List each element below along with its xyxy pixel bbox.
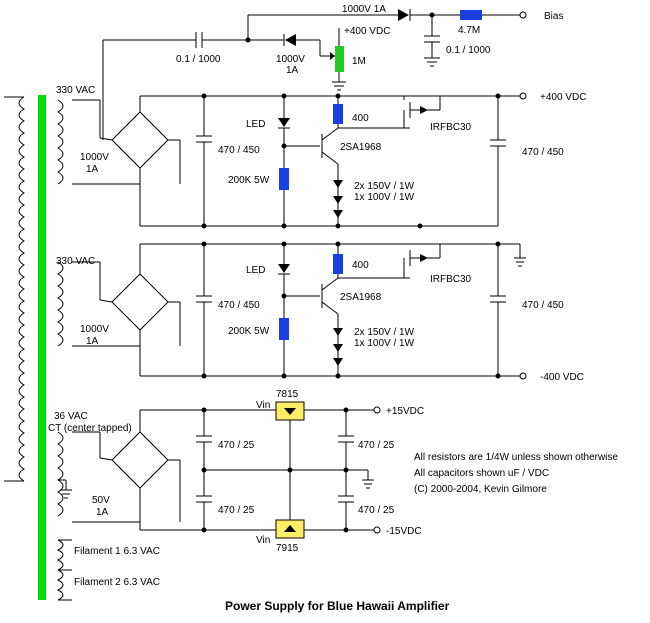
reg-pos-label: 7815 (276, 389, 299, 400)
bridge2-label1: 1000V (80, 324, 109, 335)
res200k1-label: 200K 5W (228, 175, 270, 186)
filament-winding-1 (56, 539, 64, 571)
cap3-2-label: 470 / 25 (218, 505, 255, 516)
out2-label: -400 VDC (540, 372, 584, 383)
filament-2-label: Filament 2 6.3 VAC (74, 577, 160, 588)
note-2: All capacitors shown uF / VDC (414, 468, 549, 479)
filament-1-label: Filament 1 6.3 VAC (74, 546, 160, 557)
diode2-label2: 1A (286, 65, 299, 76)
trimmer-pot (335, 46, 344, 72)
bridge-rectifier-3 (111, 431, 169, 489)
secondary-winding-2 (57, 261, 64, 347)
transistor2-label: 2SA1968 (340, 292, 382, 303)
cap3-1-label: 470 / 25 (218, 440, 255, 451)
vac3-label: 36 VAC (54, 411, 88, 422)
ct-label: CT (center tapped) (48, 423, 132, 434)
pot-label: 1M (352, 56, 366, 67)
filament-winding-2 (56, 569, 64, 601)
cap3-3-label: 470 / 25 (358, 440, 395, 451)
zener2-1-label: 2x 150V / 1W (354, 327, 415, 338)
reg-neg-label: 7915 (276, 543, 299, 554)
res400-1-label: 400 (352, 113, 369, 124)
bias-cap-label: 0.1 / 1000 (446, 45, 491, 56)
led1-label: LED (246, 119, 265, 130)
bias-label: Bias (544, 11, 563, 22)
cap2-out-label: 470 / 450 (522, 300, 564, 311)
note-1: All resistors are 1/4W unless shown othe… (414, 452, 618, 463)
out-neg-label: -15VDC (386, 526, 422, 537)
bridge-rectifier-2 (111, 273, 169, 331)
note-3: (C) 2000-2004, Kevin Gilmore (414, 484, 547, 495)
secondary-winding-1 (57, 99, 64, 185)
vac1-label: 330 VAC (56, 85, 95, 96)
zener1-2-label: 1x 100V / 1W (354, 192, 415, 203)
top-diode-label: 1000V 1A (342, 4, 386, 15)
zener1-1-label: 2x 150V / 1W (354, 181, 415, 192)
bridge2-label2: 1A (86, 336, 99, 347)
cap2-label: 470 / 450 (218, 300, 260, 311)
mosfet2-label: IRFBC30 (430, 274, 472, 285)
res-4m7-label: 4.7M (458, 25, 480, 36)
out-pos-label: +15VDC (386, 406, 424, 417)
cap1-out-label: 470 / 450 (522, 147, 564, 158)
schematic-title: Power Supply for Blue Hawaii Amplifier (225, 599, 450, 613)
bridge1-label2: 1A (86, 164, 99, 175)
mosfet1-label: IRFBC30 (430, 122, 472, 133)
res200k2-label: 200K 5W (228, 326, 270, 337)
led2-label: LED (246, 265, 265, 276)
vin1-label: Vin (256, 400, 270, 411)
out1-label: +400 VDC (540, 92, 586, 103)
bridge3-label2: 1A (96, 507, 109, 518)
vac2-label: 330 VAC (56, 256, 95, 267)
res400-2-label: 400 (352, 260, 369, 271)
transistor1-label: 2SA1968 (340, 142, 382, 153)
res-4m7 (460, 10, 482, 20)
cap-left-label: 0.1 / 1000 (176, 54, 221, 65)
diode2-label1: 1000V (276, 54, 305, 65)
bridge-rectifier-1 (111, 111, 169, 169)
cap3-4-label: 470 / 25 (358, 505, 395, 516)
cap1-label: 470 / 450 (218, 145, 260, 156)
v400-top-label: +400 VDC (344, 26, 390, 37)
primary-winding (18, 96, 25, 482)
secondary-winding-3 (57, 431, 64, 517)
zener2-2-label: 1x 100V / 1W (354, 338, 415, 349)
transformer-core (38, 95, 46, 600)
bridge1-label1: 1000V (80, 152, 109, 163)
bridge3-label1: 50V (92, 495, 110, 506)
vin2-label: Vin (256, 535, 270, 546)
